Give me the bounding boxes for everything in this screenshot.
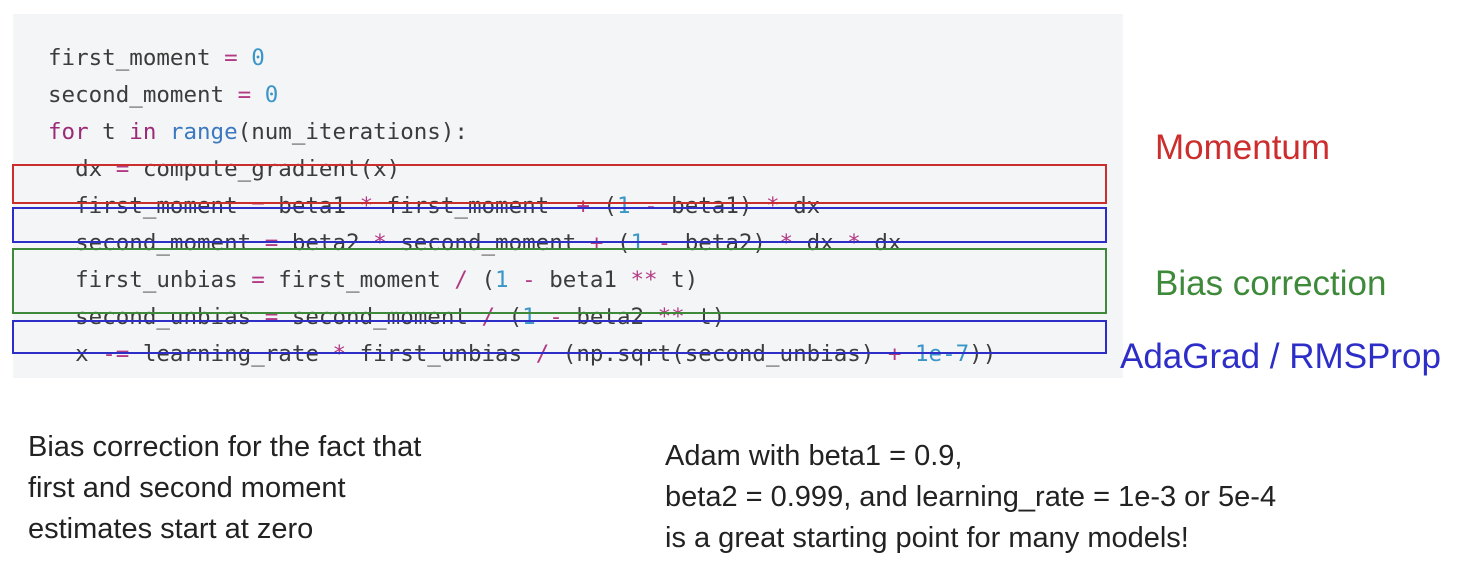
bias-correction-note: Bias correction for the fact that first …	[28, 427, 421, 550]
code-token: 1e-7	[914, 341, 970, 367]
code-token: +	[887, 341, 902, 367]
code-line: for t in range(num_iterations):	[48, 114, 996, 151]
code-token: first_unbias	[48, 267, 252, 293]
code-line: dx = compute_gradient(x)	[48, 151, 996, 188]
code-line: first_unbias = first_moment / (1 - beta1…	[48, 262, 996, 299]
code-token: 1	[495, 267, 509, 293]
code-token: -	[549, 304, 563, 330]
code-token: (	[589, 193, 617, 219]
code-token: (	[495, 304, 523, 330]
code-token: beta1	[264, 193, 360, 219]
code-token: *	[359, 193, 374, 219]
code-token: first_moment	[264, 267, 455, 293]
code-token: =	[115, 156, 130, 182]
code-token	[156, 119, 170, 145]
code-token: first_moment	[373, 193, 577, 219]
code-token: =	[224, 45, 238, 71]
code-token: ))	[969, 341, 997, 367]
code-token: in	[129, 119, 157, 145]
bias-correction-highlight-box	[12, 248, 1107, 314]
momentum-label: Momentum	[1155, 128, 1331, 167]
code-token: -=	[102, 341, 130, 367]
code-token: compute_gradient(x)	[129, 156, 401, 182]
code-token: -	[522, 267, 536, 293]
code-token	[251, 82, 265, 108]
code-line: first_moment = 0	[48, 40, 996, 77]
code-token: beta2	[278, 230, 374, 256]
code-token: first_unbias	[346, 341, 536, 367]
code-token: second_moment	[48, 82, 238, 108]
code-token: /	[454, 267, 468, 293]
code-token: +	[576, 193, 590, 219]
code-token: t)	[684, 304, 726, 330]
code-token: 1	[616, 193, 631, 219]
code-token: x	[48, 341, 103, 367]
code-token: *	[765, 193, 780, 219]
code-token: *	[332, 341, 347, 367]
bias-correction-label: Bias correction	[1155, 264, 1387, 303]
code-token: first_moment	[48, 193, 252, 219]
code-token: t)	[657, 267, 699, 293]
code-token	[238, 45, 252, 71]
code-line: x -= learning_rate * first_unbias / (np.…	[48, 336, 996, 373]
code-token: (num_iterations):	[237, 119, 468, 145]
code-token: =	[251, 267, 265, 293]
code-token: 0	[251, 45, 265, 71]
code-token: -	[644, 193, 658, 219]
second-moment-highlight-box	[12, 207, 1107, 243]
note-line: first and second moment	[28, 472, 346, 504]
code-token: 1	[522, 304, 536, 330]
code-token: =	[251, 193, 265, 219]
note-line: is a great starting point for many model…	[665, 522, 1189, 554]
update-step-highlight-box	[12, 320, 1107, 354]
code-token: **	[630, 267, 658, 293]
momentum-highlight-box	[12, 164, 1107, 204]
note-line: Adam with beta1 = 0.9,	[665, 440, 963, 472]
code-token: beta2	[562, 304, 658, 330]
code-token: dx	[793, 230, 848, 256]
code-line: first_moment = beta1 * first_moment + (1…	[48, 188, 996, 225]
code-line: second_unbias = second_moment / (1 - bet…	[48, 299, 996, 336]
code-token: 0	[264, 82, 279, 108]
code-token: dx	[48, 156, 116, 182]
code-token: /	[535, 341, 550, 367]
code-token: for	[48, 119, 89, 145]
code-token: beta1)	[657, 193, 766, 219]
adagrad-rmsprop-label: AdaGrad / RMSProp	[1120, 337, 1441, 376]
code-token: second_unbias	[48, 304, 265, 330]
code-token: **	[657, 304, 685, 330]
adam-defaults-note: Adam with beta1 = 0.9, beta2 = 0.999, an…	[665, 436, 1276, 559]
code-token: t	[88, 119, 130, 145]
code-token: /	[481, 304, 496, 330]
note-line: Bias correction for the fact that	[28, 431, 422, 463]
code-token: beta2)	[671, 230, 780, 256]
note-line: beta2 = 0.999, and learning_rate = 1e-3 …	[665, 481, 1277, 513]
code-line: second_moment = 0	[48, 77, 996, 114]
code-token: learning_rate	[129, 341, 333, 367]
code-token: dx	[779, 193, 821, 219]
code-token: beta1	[535, 267, 631, 293]
note-line: estimates start at zero	[28, 513, 314, 545]
code-token: (np.sqrt(second_unbias)	[549, 341, 888, 367]
code-token: dx	[860, 230, 902, 256]
code-token: =	[264, 304, 279, 330]
code-token: second_moment	[386, 230, 590, 256]
code-token: second_moment	[48, 230, 265, 256]
code-token: first_moment	[48, 45, 225, 71]
code-line: second_moment = beta2 * second_moment + …	[48, 225, 996, 262]
code-token: (	[467, 267, 496, 293]
code-token: =	[237, 82, 252, 108]
code-token: range	[169, 119, 238, 145]
code-token: second_moment	[278, 304, 482, 330]
